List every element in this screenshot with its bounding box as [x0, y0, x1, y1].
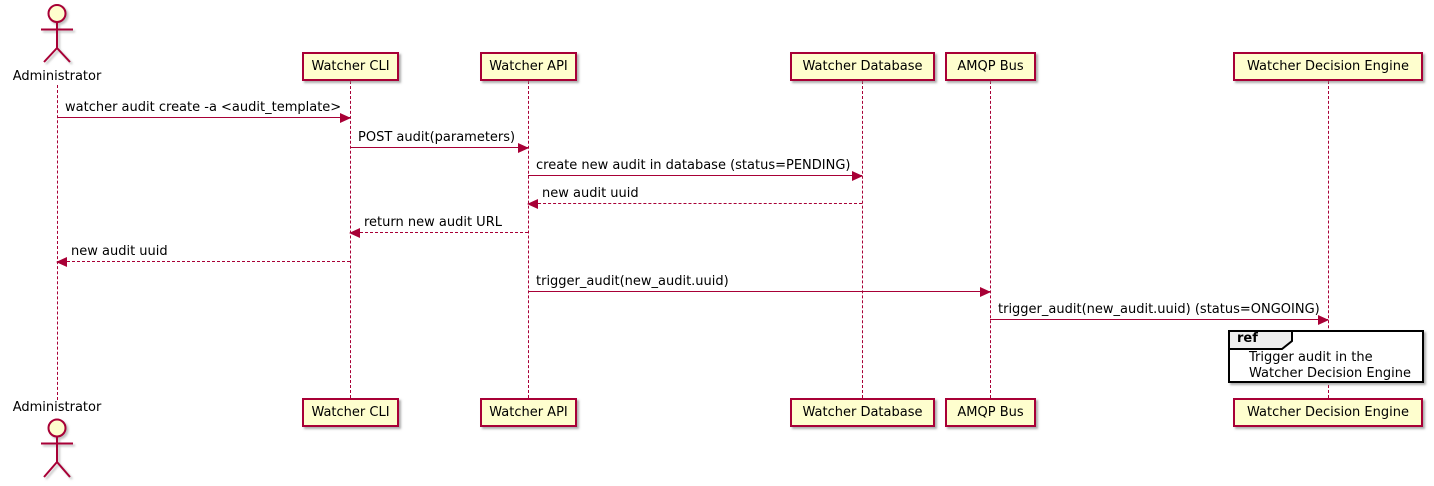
administrator-actor-icon-bottom — [41, 418, 73, 478]
message-6: new audit uuid — [56, 243, 350, 267]
participant-bottom-amqp-bus: AMQP Bus — [945, 398, 1036, 427]
message-3: create new audit in database (status=PEN… — [528, 157, 863, 181]
ref-fragment: ref Trigger audit in the Watcher Decisio… — [1228, 330, 1424, 383]
participant-label: Watcher Decision Engine — [1247, 59, 1409, 74]
ref-tab: ref — [1228, 330, 1294, 350]
lifeline-watcher-api — [528, 81, 529, 398]
message-5: return new audit URL — [349, 214, 528, 238]
participant-label: Watcher API — [489, 59, 568, 74]
message-7: trigger_audit(new_audit.uuid) — [528, 273, 991, 297]
participant-label: Watcher Decision Engine — [1247, 405, 1409, 420]
message-line — [57, 117, 350, 118]
participant-label: Watcher CLI — [311, 59, 390, 74]
ref-tab-shape — [1228, 330, 1293, 350]
ref-text-line-2: Watcher Decision Engine — [1249, 366, 1411, 381]
participant-label: Watcher Database — [802, 405, 923, 420]
arrowhead — [340, 113, 351, 123]
message-line — [57, 261, 350, 262]
lifeline-watcher-cli — [350, 81, 351, 398]
message-label: new audit uuid — [542, 186, 639, 201]
message-1: watcher audit create -a <audit_template> — [57, 99, 351, 123]
message-2: POST audit(parameters) — [350, 129, 529, 153]
lifeline-watcher-decision-engine — [1328, 81, 1329, 398]
message-line — [528, 175, 862, 176]
arrowhead — [1318, 315, 1329, 325]
arrowhead — [980, 287, 991, 297]
arrowhead — [349, 228, 360, 238]
participant-label: Watcher Database — [802, 59, 923, 74]
message-label: POST audit(parameters) — [358, 130, 516, 145]
arrowhead — [518, 143, 529, 153]
arrowhead — [56, 257, 67, 267]
message-label: create new audit in database (status=PEN… — [536, 158, 851, 173]
participant-label: Watcher CLI — [311, 405, 390, 420]
message-8: trigger_audit(new_audit.uuid) (status=ON… — [990, 301, 1329, 325]
participant-label: AMQP Bus — [957, 59, 1024, 74]
participant-top-amqp-bus: AMQP Bus — [945, 52, 1036, 81]
message-line — [350, 147, 528, 148]
message-line — [528, 203, 862, 204]
lifeline-amqp-bus — [990, 81, 991, 398]
message-label: return new audit URL — [364, 215, 502, 230]
message-line — [990, 319, 1328, 320]
participant-top-watcher-api: Watcher API — [480, 52, 577, 81]
arrowhead — [527, 199, 538, 209]
participant-label-administrator-top: Administrator — [12, 69, 102, 84]
lifeline-watcher-database — [862, 81, 863, 398]
participant-label: AMQP Bus — [957, 405, 1024, 420]
participant-label: Watcher API — [489, 405, 568, 420]
message-line — [350, 232, 528, 233]
participant-top-watcher-decision-engine: Watcher Decision Engine — [1233, 52, 1423, 81]
participant-top-watcher-cli: Watcher CLI — [302, 52, 399, 81]
arrowhead — [852, 171, 863, 181]
message-label: watcher audit create -a <audit_template> — [65, 100, 342, 115]
administrator-actor-icon — [41, 4, 73, 63]
participant-bottom-watcher-cli: Watcher CLI — [302, 398, 399, 427]
message-label: trigger_audit(new_audit.uuid) (status=ON… — [998, 302, 1320, 317]
participant-bottom-watcher-decision-engine: Watcher Decision Engine — [1233, 398, 1423, 427]
participant-top-watcher-database: Watcher Database — [790, 52, 935, 81]
message-label: new audit uuid — [71, 244, 168, 259]
message-label: trigger_audit(new_audit.uuid) — [536, 274, 729, 289]
message-line — [528, 291, 990, 292]
ref-text-line-1: Trigger audit in the — [1249, 350, 1373, 365]
message-4: new audit uuid — [527, 185, 862, 209]
participant-bottom-watcher-api: Watcher API — [480, 398, 577, 427]
participant-bottom-watcher-database: Watcher Database — [790, 398, 935, 427]
lifeline-administrator — [57, 85, 58, 400]
ref-keyword: ref — [1237, 331, 1258, 346]
participant-label-administrator-bottom: Administrator — [12, 400, 102, 415]
